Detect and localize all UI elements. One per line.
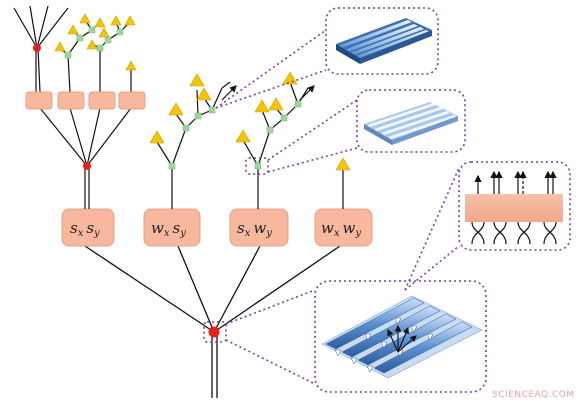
watermark: SCIENCEAQ.COM [492, 390, 575, 400]
green-joints [64, 26, 302, 170]
green-square-joint-icon [104, 36, 112, 44]
yellow-triangle-leaf-icon [124, 15, 136, 26]
yellow-triangle-leaf-icon [110, 15, 122, 26]
green-square-joint-icon [88, 26, 96, 34]
green-square-joint-icon [294, 100, 302, 108]
dotted-callouts [203, 7, 571, 393]
twisted-strands-inset [465, 170, 563, 245]
pale-surface-inset [364, 102, 458, 145]
green-square-joint-icon [168, 162, 176, 170]
red-root-dot-icon [208, 326, 220, 338]
green-square-joint-icon [116, 28, 124, 36]
left-small-boxes [25, 91, 146, 110]
wrinkled-surface-inset [336, 18, 432, 64]
middle-subtree [156, 81, 231, 209]
red-dot-icon [83, 162, 91, 170]
yellow-triangle-leaf-icon [94, 17, 106, 28]
green-square-joint-icon [96, 44, 104, 52]
root-trunk [84, 245, 341, 398]
yellow-triangle-leaf-icon [98, 27, 110, 38]
third-subtree [242, 81, 309, 209]
yellow-triangle-leaf-icon [254, 99, 270, 113]
green-square-joint-icon [76, 34, 84, 42]
yellow-triangle-leaf-icon [79, 13, 91, 24]
tip-arrows [221, 85, 315, 101]
yellow-triangle-leaf-icon [168, 102, 184, 116]
green-square-joint-icon [194, 112, 202, 120]
yellow-triangle-leaves [54, 13, 351, 171]
red-dots [33, 44, 220, 338]
yellow-triangle-leaf-icon [189, 73, 205, 87]
yellow-triangle-leaf-icon [149, 130, 165, 144]
yellow-triangle-leaf-icon [54, 41, 66, 52]
yellow-triangle-leaf-icon [335, 157, 351, 171]
yellow-triangle-leaf-icon [268, 97, 284, 111]
corrugated-lattice-inset [321, 295, 483, 379]
green-square-joint-icon [208, 106, 216, 114]
yellow-triangle-leaf-icon [235, 129, 251, 143]
green-square-joint-icon [64, 51, 72, 59]
green-square-joint-icon [182, 124, 190, 132]
yellow-triangle-leaf-icon [86, 39, 98, 50]
yellow-triangle-leaf-icon [196, 87, 212, 101]
yellow-triangle-leaf-icon [67, 24, 79, 35]
node-sx-sy-a: s [70, 219, 78, 237]
yellow-triangle-leaf-icon [282, 71, 298, 85]
green-square-joint-icon [266, 126, 274, 134]
red-dot-icon [33, 44, 41, 52]
green-square-joint-icon [280, 114, 288, 122]
green-square-joint-icon [254, 162, 262, 170]
yellow-triangle-leaf-icon [125, 60, 137, 71]
